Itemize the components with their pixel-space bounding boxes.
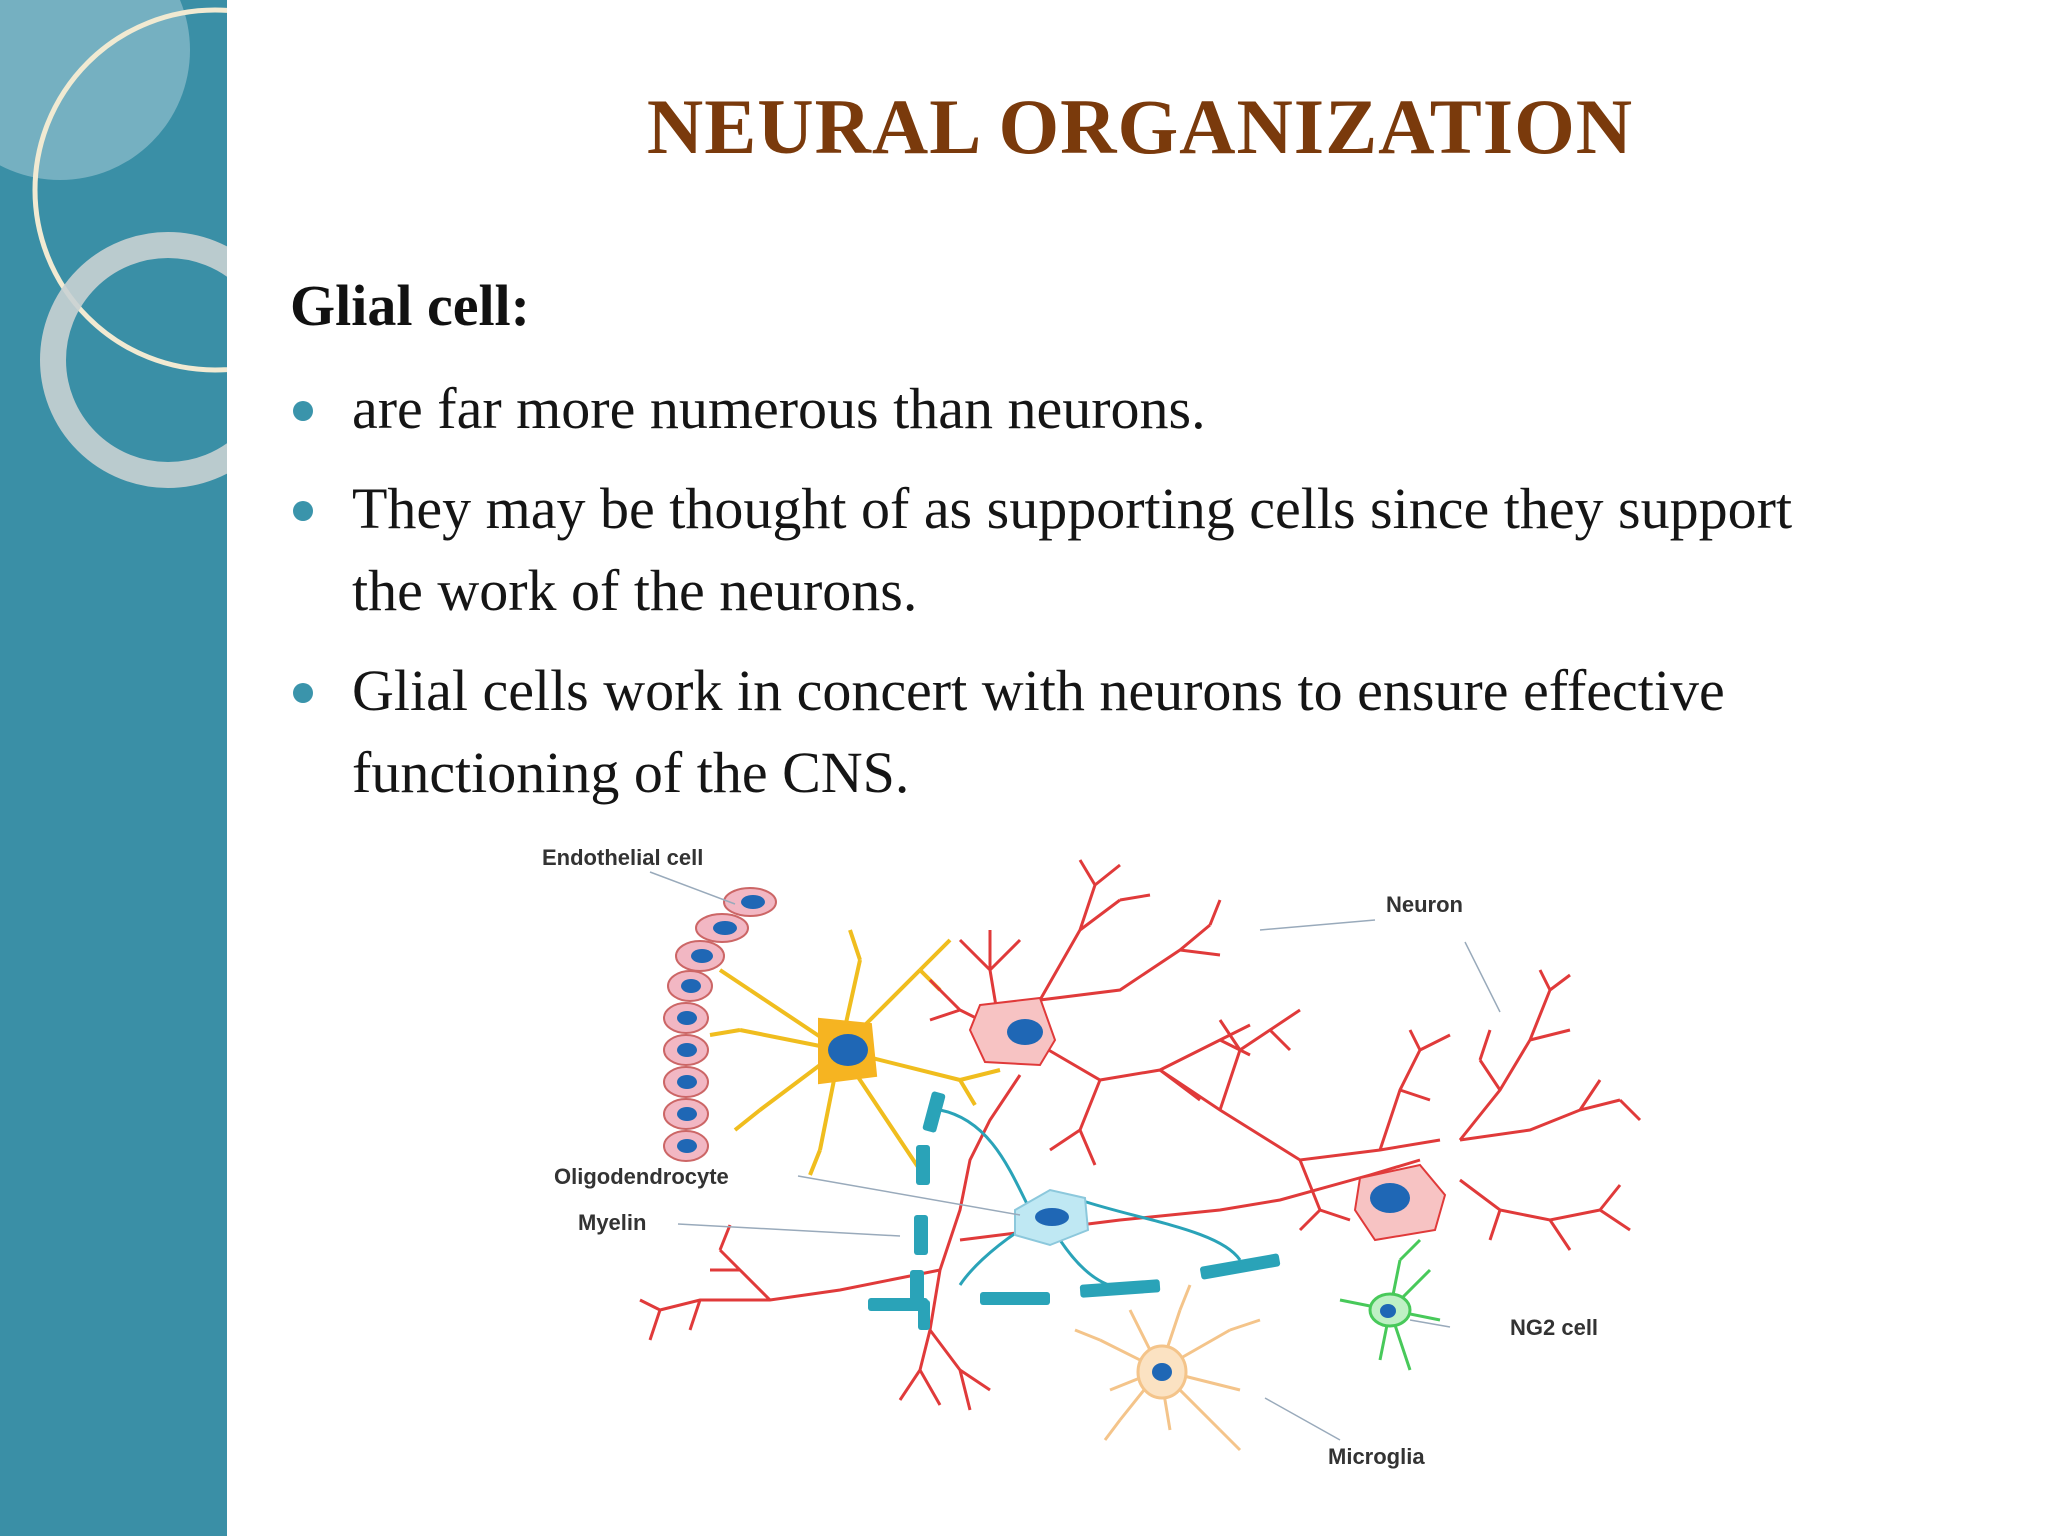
myelin-segments	[868, 1091, 1281, 1330]
bullet-item: Glial cells work in concert with neurons…	[290, 650, 1850, 814]
label-endothelial: Endothelial cell	[542, 845, 703, 870]
bullet-dot-icon	[293, 401, 313, 421]
decor-circle-large	[0, 0, 190, 180]
bullet-dot-icon	[293, 501, 313, 521]
bullet-item: are far more numerous than neurons.	[290, 368, 1850, 450]
neuron-soma-right	[1353, 1163, 1447, 1242]
microglia	[1074, 1284, 1261, 1452]
label-myelin: Myelin	[578, 1210, 646, 1235]
bullet-list: are far more numerous than neurons. They…	[290, 368, 1850, 832]
bullet-text: Glial cells work in concert with neurons…	[352, 658, 1725, 805]
label-neuron: Neuron	[1386, 892, 1463, 917]
decor-ring-outer	[32, 7, 227, 373]
decorative-sidebar	[0, 0, 227, 1536]
slide-title: NEURAL ORGANIZATION	[646, 83, 1634, 170]
endothelial-cells	[663, 887, 777, 1162]
label-ng2: NG2 cell	[1510, 1315, 1598, 1340]
bullet-text: are far more numerous than neurons.	[352, 376, 1206, 441]
section-heading: Glial cell:	[290, 273, 530, 338]
bullet-text: They may be thought of as supporting cel…	[352, 476, 1793, 623]
label-microglia: Microglia	[1328, 1444, 1425, 1469]
label-leaders	[649, 871, 1501, 1441]
bullet-item: They may be thought of as supporting cel…	[290, 468, 1850, 632]
ng2-cell	[1339, 1238, 1441, 1371]
label-oligodendrocyte: Oligodendrocyte	[554, 1164, 729, 1189]
glial-cells-diagram: Endothelial cell Neuron Oligodendrocyte …	[520, 830, 1660, 1480]
oligodendrocyte	[939, 1108, 1242, 1290]
astrocyte	[709, 929, 1001, 1176]
bullet-dot-icon	[293, 683, 313, 703]
decor-ring-inner	[40, 232, 227, 488]
neuron-soma-top	[968, 996, 1057, 1067]
